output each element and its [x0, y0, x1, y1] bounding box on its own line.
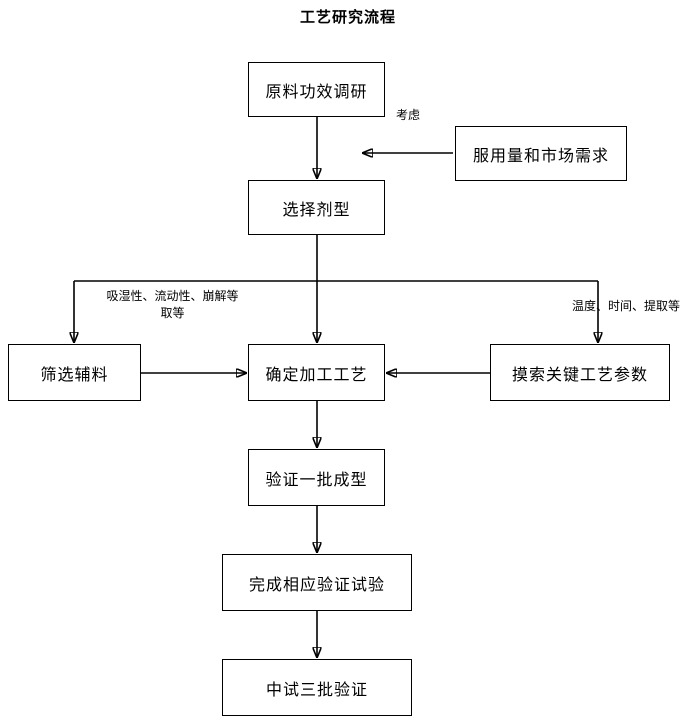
node-market-demand[interactable]: 服用量和市场需求 — [455, 126, 627, 181]
node-pilot-batches[interactable]: 中试三批验证 — [222, 659, 412, 716]
page-title: 工艺研究流程 — [299, 8, 396, 26]
node-validation-tests[interactable]: 完成相应验证试验 — [222, 554, 412, 611]
node-dosage-form[interactable]: 选择剂型 — [248, 180, 385, 235]
node-validation-tests-label: 完成相应验证试验 — [248, 574, 385, 594]
edge-label-consider: 考虑 — [396, 108, 421, 122]
node-market-demand-label: 服用量和市场需求 — [472, 145, 609, 165]
node-verify-batch-label: 验证一批成型 — [265, 469, 368, 489]
node-raw-material-label: 原料功效调研 — [265, 81, 368, 101]
node-pilot-batches-label: 中试三批验证 — [265, 679, 368, 699]
node-dosage-form-label: 选择剂型 — [282, 199, 351, 219]
node-key-params-label: 摸索关键工艺参数 — [511, 364, 648, 384]
node-key-params[interactable]: 摸索关键工艺参数 — [490, 344, 670, 401]
node-raw-material[interactable]: 原料功效调研 — [248, 62, 385, 117]
node-process-tech[interactable]: 确定加工工艺 — [248, 344, 385, 401]
node-process-tech-label: 确定加工工艺 — [265, 364, 368, 384]
node-excipients[interactable]: 筛选辅料 — [8, 344, 141, 401]
edge-label-param-properties: 温度、时间、提取等 — [572, 299, 681, 313]
node-verify-batch[interactable]: 验证一批成型 — [248, 449, 385, 506]
node-excipients-label: 筛选辅料 — [40, 364, 109, 384]
edge-label-excipient-properties: 吸湿性、流动性、崩解等 取等 — [106, 289, 239, 320]
